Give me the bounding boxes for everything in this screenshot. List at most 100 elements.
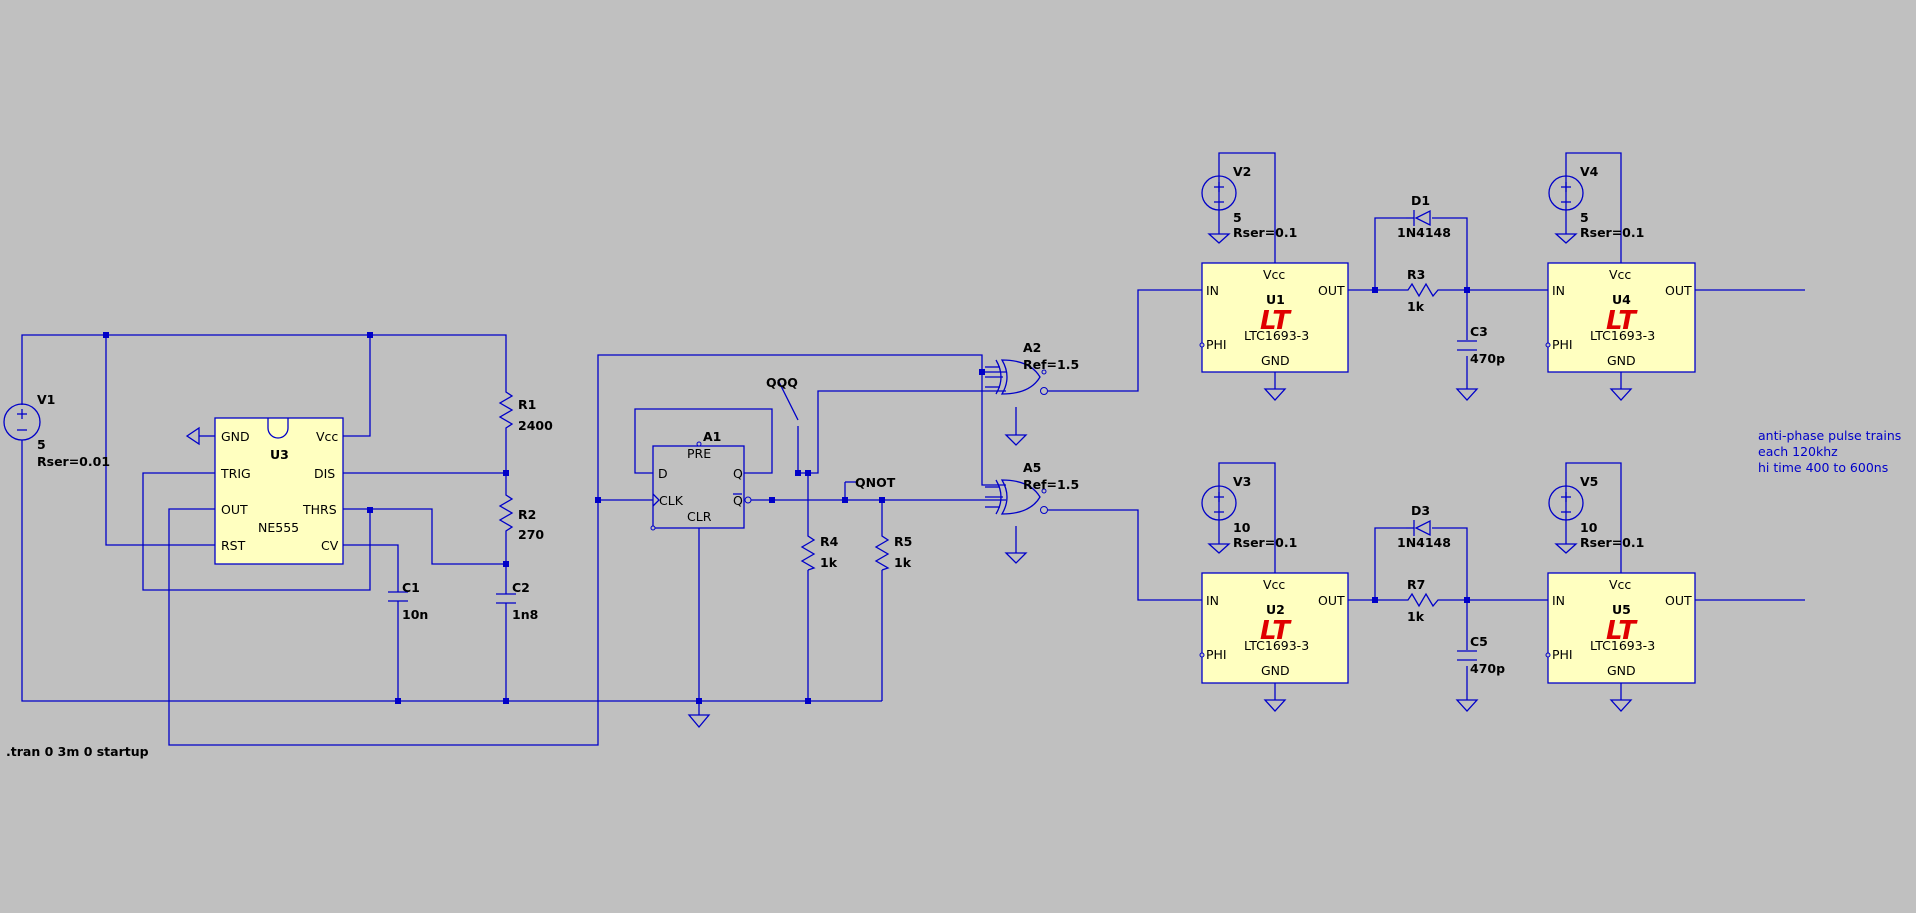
v5-value: 10 [1580,520,1598,535]
driver-u1[interactable]: Vcc IN OUT U1 LT LTC1693-3 PHI GND [1199,262,1349,373]
u2-pin-out: OUT [1318,593,1345,608]
voltage-source-v5[interactable]: V5 10 Rser=0.1 [1548,474,1644,550]
r4-value: 1k [820,555,838,570]
u1-name: U1 [1266,292,1285,307]
junctions [103,287,1470,704]
capacitor-c3[interactable]: C3 470p [1457,324,1505,366]
flipflop-a1[interactable]: A1 PRE D Q CLK Q CLR [650,429,752,531]
comment-text[interactable]: anti-phase pulse trains each 120khz hi t… [1758,428,1901,475]
c3-name: C3 [1470,324,1488,339]
voltage-source-v3[interactable]: V3 10 Rser=0.1 [1201,474,1297,550]
v3-value: 10 [1233,520,1251,535]
lt-logo-icon: LT [1260,306,1292,336]
u2-pin-phi: PHI [1206,647,1227,662]
v2-value: 5 [1233,210,1242,225]
comment-line-1: anti-phase pulse trains [1758,428,1901,443]
voltage-source-v2[interactable]: V2 5 Rser=0.1 [1201,164,1297,240]
diode-d3[interactable]: D3 1N4148 [1397,503,1451,550]
c5-name: C5 [1470,634,1488,649]
v5-rser: Rser=0.1 [1580,535,1644,550]
u1-pin-phi: PHI [1206,337,1227,352]
resistor-r4[interactable]: R4 1k [800,530,839,571]
u2-pin-vcc: Vcc [1263,577,1285,592]
v4-value: 5 [1580,210,1589,225]
a1-pin-clk: CLK [659,493,684,508]
wires [21,152,1805,746]
u3-part: NE555 [258,520,299,535]
u1-part: LTC1693-3 [1244,328,1309,343]
a1-pin-d: D [658,466,668,481]
v3-name: V3 [1233,474,1251,489]
u5-pin-out: OUT [1665,593,1692,608]
u1-pin-out: OUT [1318,283,1345,298]
u4-pin-in: IN [1552,283,1565,298]
resistor-r2[interactable]: R2 270 [498,488,544,542]
v1-value: 5 [37,437,46,452]
u5-pin-vcc: Vcc [1609,577,1631,592]
lt-logo-icon: LT [1606,616,1638,646]
v2-rser: Rser=0.1 [1233,225,1297,240]
r1-name: R1 [518,397,536,412]
u5-pin-phi: PHI [1552,647,1573,662]
driver-u5[interactable]: Vcc IN OUT U5 LT LTC1693-3 PHI GND [1545,572,1696,684]
c1-value: 10n [402,607,428,622]
ground-triangle-icon [185,426,200,446]
spice-directive[interactable]: .tran 0 3m 0 startup [6,744,149,759]
c3-value: 470p [1470,351,1505,366]
gate-a5[interactable]: A5 Ref=1.5 [985,460,1079,515]
u1-pin-in: IN [1206,283,1219,298]
u3-pin-out: OUT [221,502,248,517]
r7-value: 1k [1407,609,1425,624]
voltage-source-v4[interactable]: V4 5 Rser=0.1 [1548,164,1644,240]
capacitor-c1[interactable]: C1 10n [388,580,428,622]
voltage-source-v1[interactable]: V1 5 Rser=0.01 [3,392,110,469]
u2-name: U2 [1266,602,1285,617]
r2-value: 270 [518,527,544,542]
r3-value: 1k [1407,299,1425,314]
u3-pin-dis: DIS [314,466,335,481]
capacitor-c5[interactable]: C5 470p [1457,634,1505,676]
v2-name: V2 [1233,164,1251,179]
gate-a2[interactable]: A2 Ref=1.5 [985,340,1079,395]
d3-value: 1N4148 [1397,535,1451,550]
lt-logo-icon: LT [1260,616,1292,646]
u1-pin-gnd: GND [1261,353,1290,368]
u5-name: U5 [1612,602,1631,617]
comment-line-3: hi time 400 to 600ns [1758,460,1888,475]
ic-u3-ne555[interactable]: GND Vcc TRIG DIS OUT THRS RST CV U3 NE55… [214,417,344,565]
resistor-r1[interactable]: R1 2400 [498,385,553,433]
driver-u4[interactable]: Vcc IN OUT U4 LT LTC1693-3 PHI GND [1545,262,1696,373]
u2-pin-gnd: GND [1261,663,1290,678]
u4-pin-phi: PHI [1552,337,1573,352]
r4-name: R4 [820,534,839,549]
resistor-r3[interactable]: R3 1k [1402,267,1442,314]
u3-pin-thrs: THRS [302,502,337,517]
u3-pin-gnd: GND [221,429,250,444]
c1-name: C1 [402,580,420,595]
net-label-qqq: QQQ [766,375,798,390]
u5-pin-in: IN [1552,593,1565,608]
u4-pin-gnd: GND [1607,353,1636,368]
u4-pin-out: OUT [1665,283,1692,298]
u5-part: LTC1693-3 [1590,638,1655,653]
a1-pin-clr: CLR [687,509,712,524]
a2-name: A2 [1023,340,1041,355]
c2-name: C2 [512,580,530,595]
r7-name: R7 [1407,577,1425,592]
net-label-qnot: QNOT [855,475,896,490]
capacitor-c2[interactable]: C2 1n8 [496,576,538,622]
v1-rser: Rser=0.01 [37,454,110,469]
resistor-r5[interactable]: R5 1k [874,530,912,571]
driver-u2[interactable]: Vcc IN OUT U2 LT LTC1693-3 PHI GND [1199,572,1349,684]
comment-line-2: each 120khz [1758,444,1838,459]
resistor-r7[interactable]: R7 1k [1402,577,1442,624]
u4-name: U4 [1612,292,1631,307]
u1-pin-vcc: Vcc [1263,267,1285,282]
v3-rser: Rser=0.1 [1233,535,1297,550]
d1-value: 1N4148 [1397,225,1451,240]
diode-d1[interactable]: D1 1N4148 [1397,193,1451,240]
u2-part: LTC1693-3 [1244,638,1309,653]
u2-pin-in: IN [1206,593,1219,608]
v5-name: V5 [1580,474,1598,489]
a1-pin-qbar: Q [733,493,743,508]
